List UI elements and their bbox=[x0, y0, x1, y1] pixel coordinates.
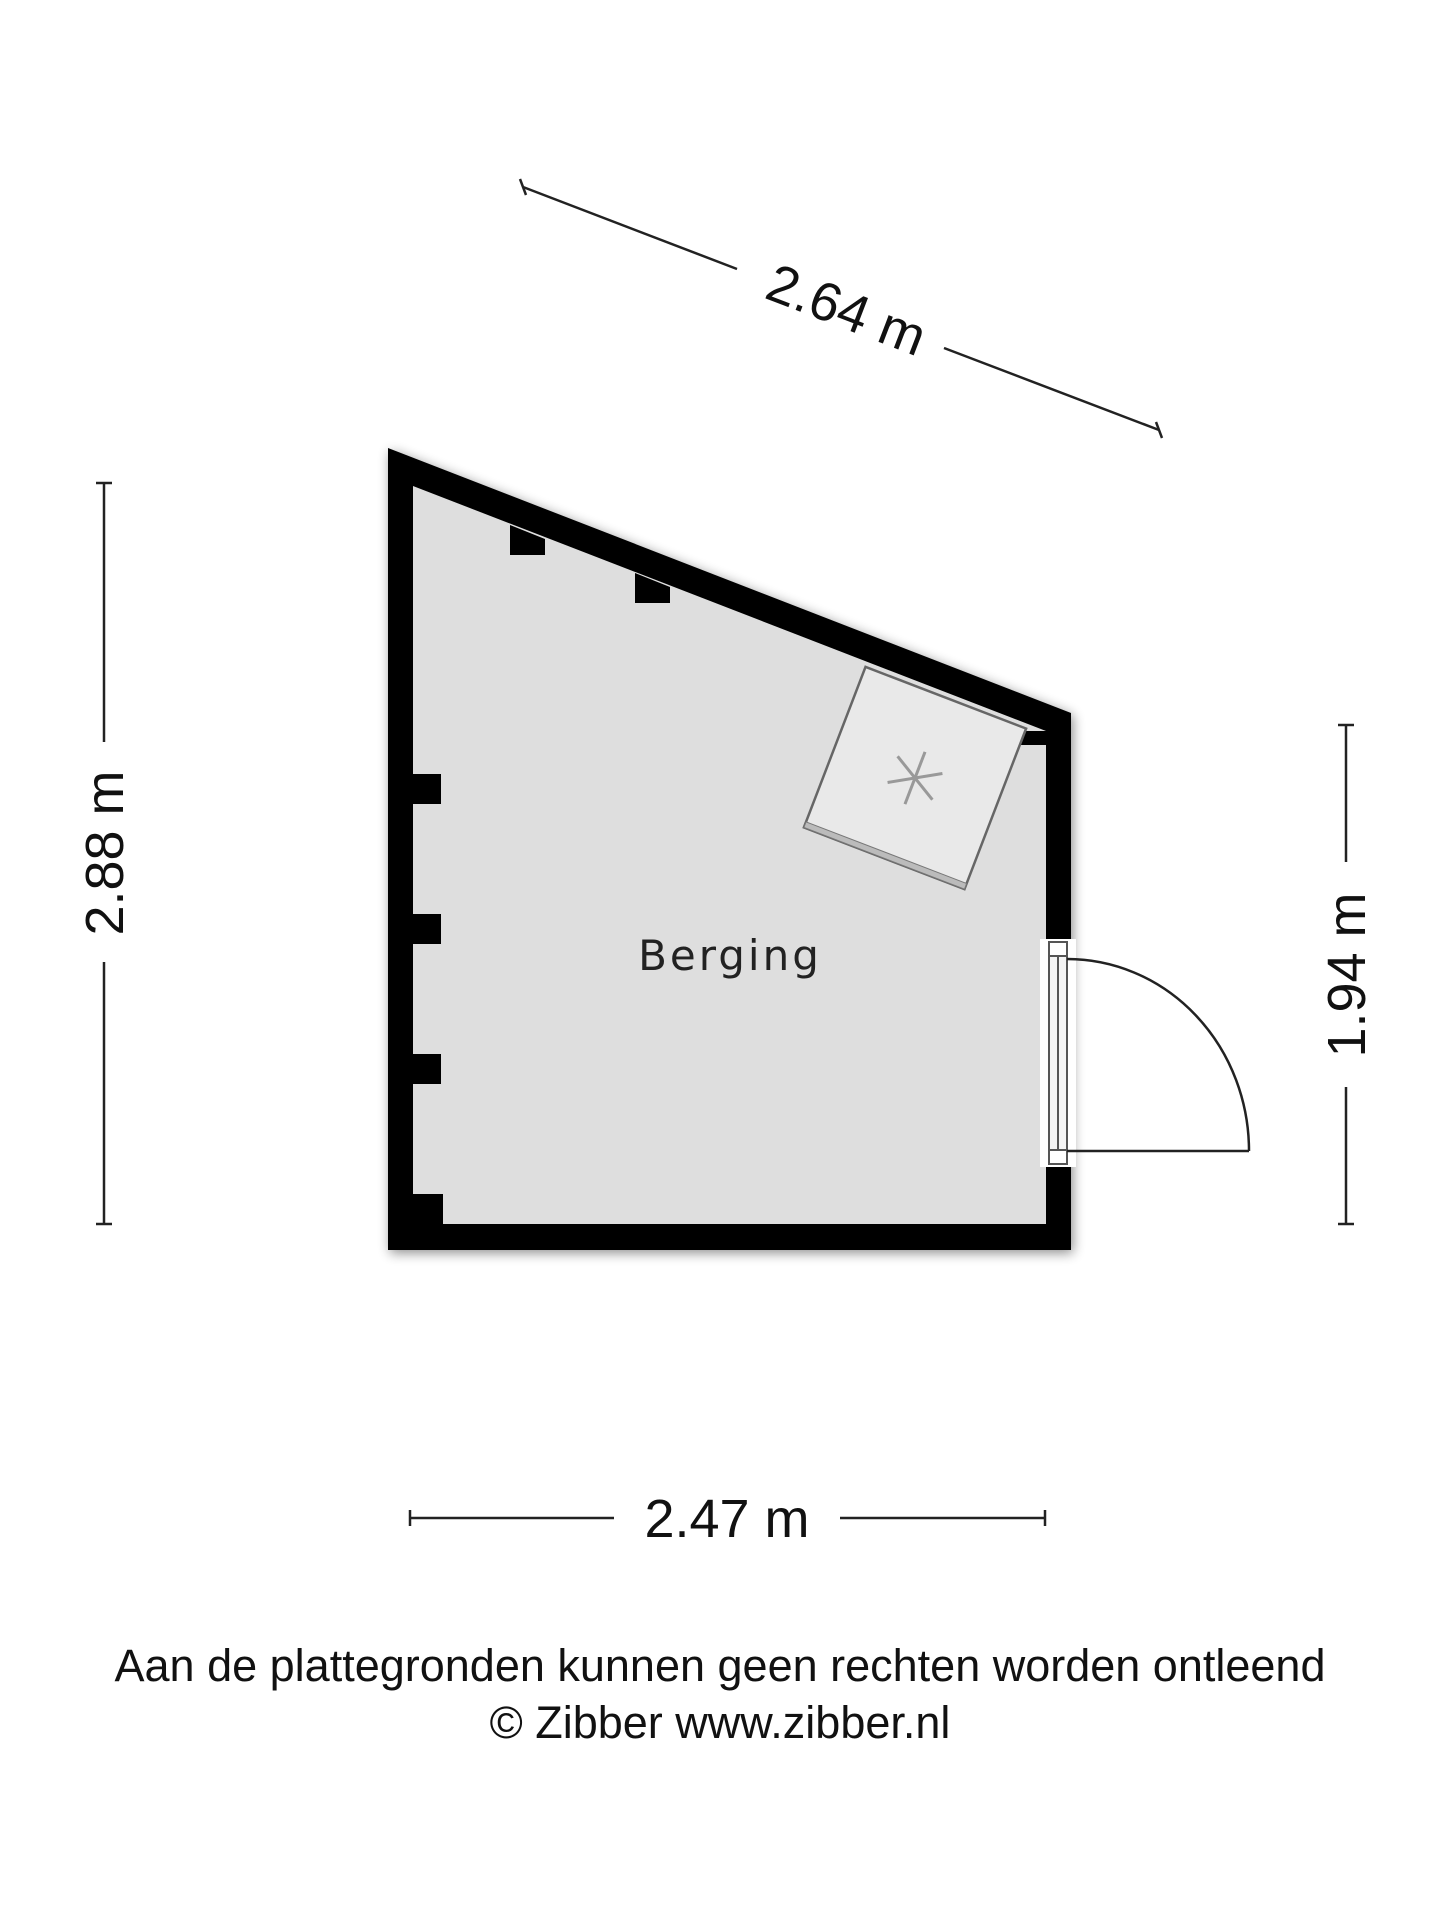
footer-disclaimer: Aan de plattegronden kunnen geen rechten… bbox=[114, 1640, 1326, 1691]
dimension-left-label: 2.88 m bbox=[75, 770, 135, 935]
room-floor bbox=[413, 486, 1046, 1224]
dimension-right-label: 1.94 m bbox=[1317, 892, 1377, 1057]
pilaster-top-1 bbox=[510, 525, 545, 555]
asterisk-icon bbox=[887, 751, 943, 805]
dimension-left bbox=[96, 481, 112, 1226]
appliance bbox=[802, 665, 1028, 891]
dimension-right bbox=[1338, 723, 1354, 1226]
dimension-top-label: 2.64 m bbox=[759, 253, 935, 368]
dimension-top-diagonal bbox=[518, 178, 1164, 439]
pilaster-left-3 bbox=[413, 1054, 441, 1084]
room bbox=[388, 448, 1071, 1250]
room-label: Berging bbox=[638, 931, 822, 980]
dimension-bottom bbox=[408, 1510, 1047, 1526]
door-frame bbox=[1048, 941, 1068, 1165]
footer-copyright: © Zibber www.zibber.nl bbox=[489, 1697, 951, 1748]
dimension-bottom-label: 2.47 m bbox=[644, 1489, 809, 1549]
door-swing-icon bbox=[1066, 957, 1251, 1153]
pilaster-left-4 bbox=[413, 1194, 443, 1224]
pilaster-left-1 bbox=[413, 774, 441, 804]
pilaster-left-2 bbox=[413, 914, 441, 944]
pilaster-top-2 bbox=[635, 573, 670, 603]
wall-pilasters bbox=[413, 525, 1046, 1224]
